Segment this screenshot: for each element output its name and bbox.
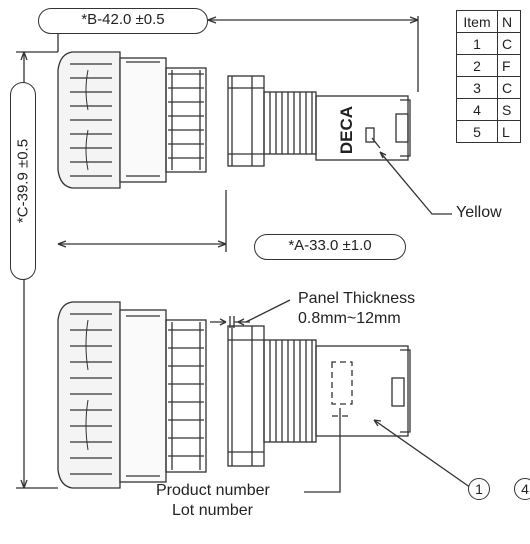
item-name: L: [497, 120, 521, 143]
yellow-label: Yellow: [456, 204, 502, 221]
dimension-a-label: *A-33.0 ±1.0: [254, 234, 406, 260]
table-row: 4 S: [456, 98, 521, 121]
callout-4: 4: [514, 478, 530, 500]
item-header: Item: [456, 10, 498, 33]
table-row: 5 L: [456, 120, 521, 143]
item-number: 1: [456, 32, 498, 55]
lot-number-label: Lot number: [172, 502, 253, 519]
dimension-b-text: *B-42.0 ±0.5: [81, 11, 165, 28]
item-name: S: [497, 98, 521, 121]
dimension-c-label: *C-39.9 ±0.5: [10, 82, 36, 280]
top-view-button: [57, 51, 411, 189]
panel-thickness-range: 0.8mm~12mm: [298, 310, 401, 327]
callout-1: 1: [468, 478, 490, 500]
body-marking: DECA: [337, 106, 356, 154]
product-number-label: Product number: [156, 482, 270, 499]
panel-thickness-label: Panel Thickness: [298, 290, 416, 307]
item-name: F: [497, 54, 521, 77]
item-table-header: Item N: [456, 10, 521, 33]
table-row: 2 F: [456, 54, 521, 77]
dimension-b-label: *B-42.0 ±0.5: [38, 8, 208, 34]
table-row: 1 C: [456, 32, 521, 55]
item-number: 2: [456, 54, 498, 77]
item-number: 4: [456, 98, 498, 121]
dimension-c-text: *C-39.9 ±0.5: [14, 138, 32, 224]
table-row: 3 C: [456, 76, 521, 99]
item-table: Item N 1 C 2 F 3 C 4 S 5 L: [456, 10, 521, 143]
dimension-a-text: *A-33.0 ±1.0: [288, 237, 372, 254]
item-number: 5: [456, 120, 498, 143]
item-number: 3: [456, 76, 498, 99]
side-view-button: [57, 301, 411, 489]
name-header: N: [497, 10, 521, 33]
item-name: C: [497, 76, 521, 99]
item-name: C: [497, 32, 521, 55]
